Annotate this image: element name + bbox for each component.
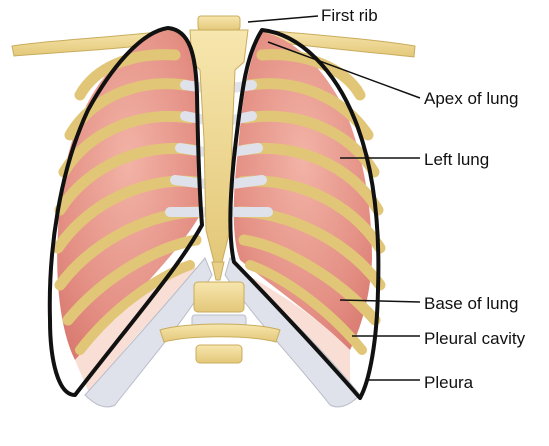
label-pleural-cavity: Pleural cavity <box>424 330 525 347</box>
label-base-of-lung: Base of lung <box>424 295 519 312</box>
leader-first-rib <box>248 16 318 22</box>
label-left-lung: Left lung <box>424 151 489 168</box>
label-first-rib: First rib <box>321 7 378 24</box>
xiphoid-process <box>212 262 224 280</box>
label-apex-of-lung: Apex of lung <box>424 90 519 107</box>
label-pleura: Pleura <box>424 374 473 391</box>
vertebra-top <box>198 16 240 30</box>
